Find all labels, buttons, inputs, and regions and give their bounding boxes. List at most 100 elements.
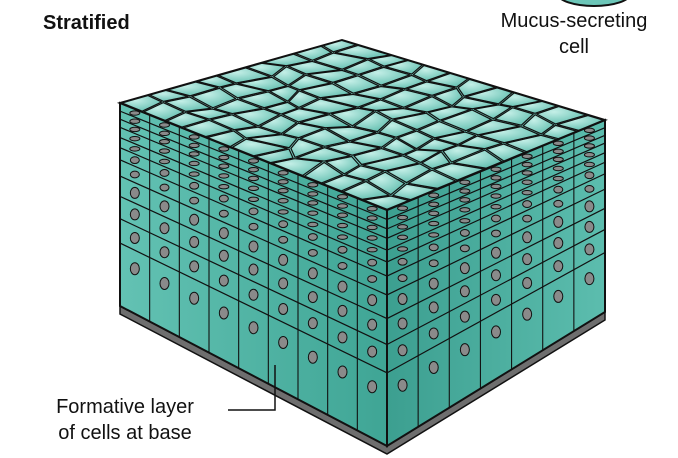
surface-cell [183,119,233,138]
surface-cell [333,75,380,94]
nucleus [583,152,595,158]
nucleus [307,291,318,304]
surface-cell [421,151,451,170]
nucleus [584,171,595,180]
nucleus [459,244,470,253]
formative-label-line-2: of cells at base [58,422,192,444]
surface-cell [254,148,294,164]
nucleus [367,380,378,394]
nucleus [490,183,502,190]
surface-cell [433,87,464,107]
nucleus [552,175,564,182]
surface-cell [359,99,403,112]
nucleus [521,170,533,176]
surface-cell [288,90,319,109]
nucleus [189,213,200,226]
nucleus [307,210,319,216]
nucleus [428,201,440,208]
nucleus [159,169,170,177]
surface-cell [486,143,526,162]
formative-layer-leader [228,365,276,411]
right-layer-line [386,134,606,230]
surface-cell [385,59,423,75]
surface-cell [321,93,380,108]
nucleus [188,160,200,167]
nucleus [337,304,348,317]
diagram-title: Stratified [43,12,130,34]
nucleus [159,200,170,213]
surface-cell [326,141,381,156]
nucleus [428,301,439,314]
surface-cell [186,108,231,120]
nucleus [552,165,564,172]
nucleus [248,185,259,192]
nucleus [397,257,408,266]
surface-cell [406,81,456,96]
left-layer-line [119,126,388,239]
nucleus [278,220,289,229]
surface-cell [467,119,520,136]
surface-cell [149,89,189,102]
nucleus [553,199,564,208]
surface-cell [247,134,298,149]
surface-cell [369,54,407,67]
left-layer-line [119,175,388,296]
surface-cell [300,83,352,99]
nucleus [583,161,595,168]
nucleus [337,365,348,379]
nucleus [248,222,259,231]
surface-cell [392,183,437,201]
surface-cell [465,87,513,105]
nucleus [522,307,533,321]
surface-cell [334,44,391,60]
nucleus [248,175,259,182]
nucleus [159,148,170,154]
left-layer-line [119,218,388,346]
nucleus [129,110,141,116]
surface-cell [313,52,367,70]
nucleus [366,215,378,221]
nucleus [583,127,595,134]
nucleus [367,318,378,331]
nucleus [459,285,470,298]
surface-cell [259,114,298,135]
nucleus [159,183,170,192]
nucleus [491,246,501,259]
surface-cell [299,128,349,147]
nucleus [159,122,170,128]
nucleus [552,140,564,147]
nucleus [307,191,319,197]
nucleus [459,262,470,275]
nucleus [428,232,440,238]
right-layer-line [386,173,606,277]
nucleus [337,262,348,270]
nucleus [428,327,439,340]
nucleus [218,209,229,218]
nucleus [189,235,200,248]
nucleus [189,260,200,273]
nucleus [337,331,348,344]
surface-cell [247,62,286,77]
surface-cell [143,102,185,122]
surface-cell [237,76,288,92]
surface-cell [343,59,383,76]
surface-cell [218,67,271,84]
surface-cell [499,92,541,108]
nucleus [188,134,200,140]
nucleus [428,360,439,374]
surface-cell [494,107,534,126]
nucleus [553,237,564,250]
nucleus [522,231,533,244]
nucleus [129,135,141,142]
surface-cell [271,158,323,177]
nucleus [366,235,378,241]
nucleus [159,158,170,165]
surface-cell [452,149,503,169]
nucleus [522,253,533,266]
nucleus [397,344,408,357]
nucleus [491,325,501,339]
nucleus [218,227,229,240]
surface-cell [295,45,333,61]
nucleus [248,321,259,335]
nucleus [129,262,140,276]
